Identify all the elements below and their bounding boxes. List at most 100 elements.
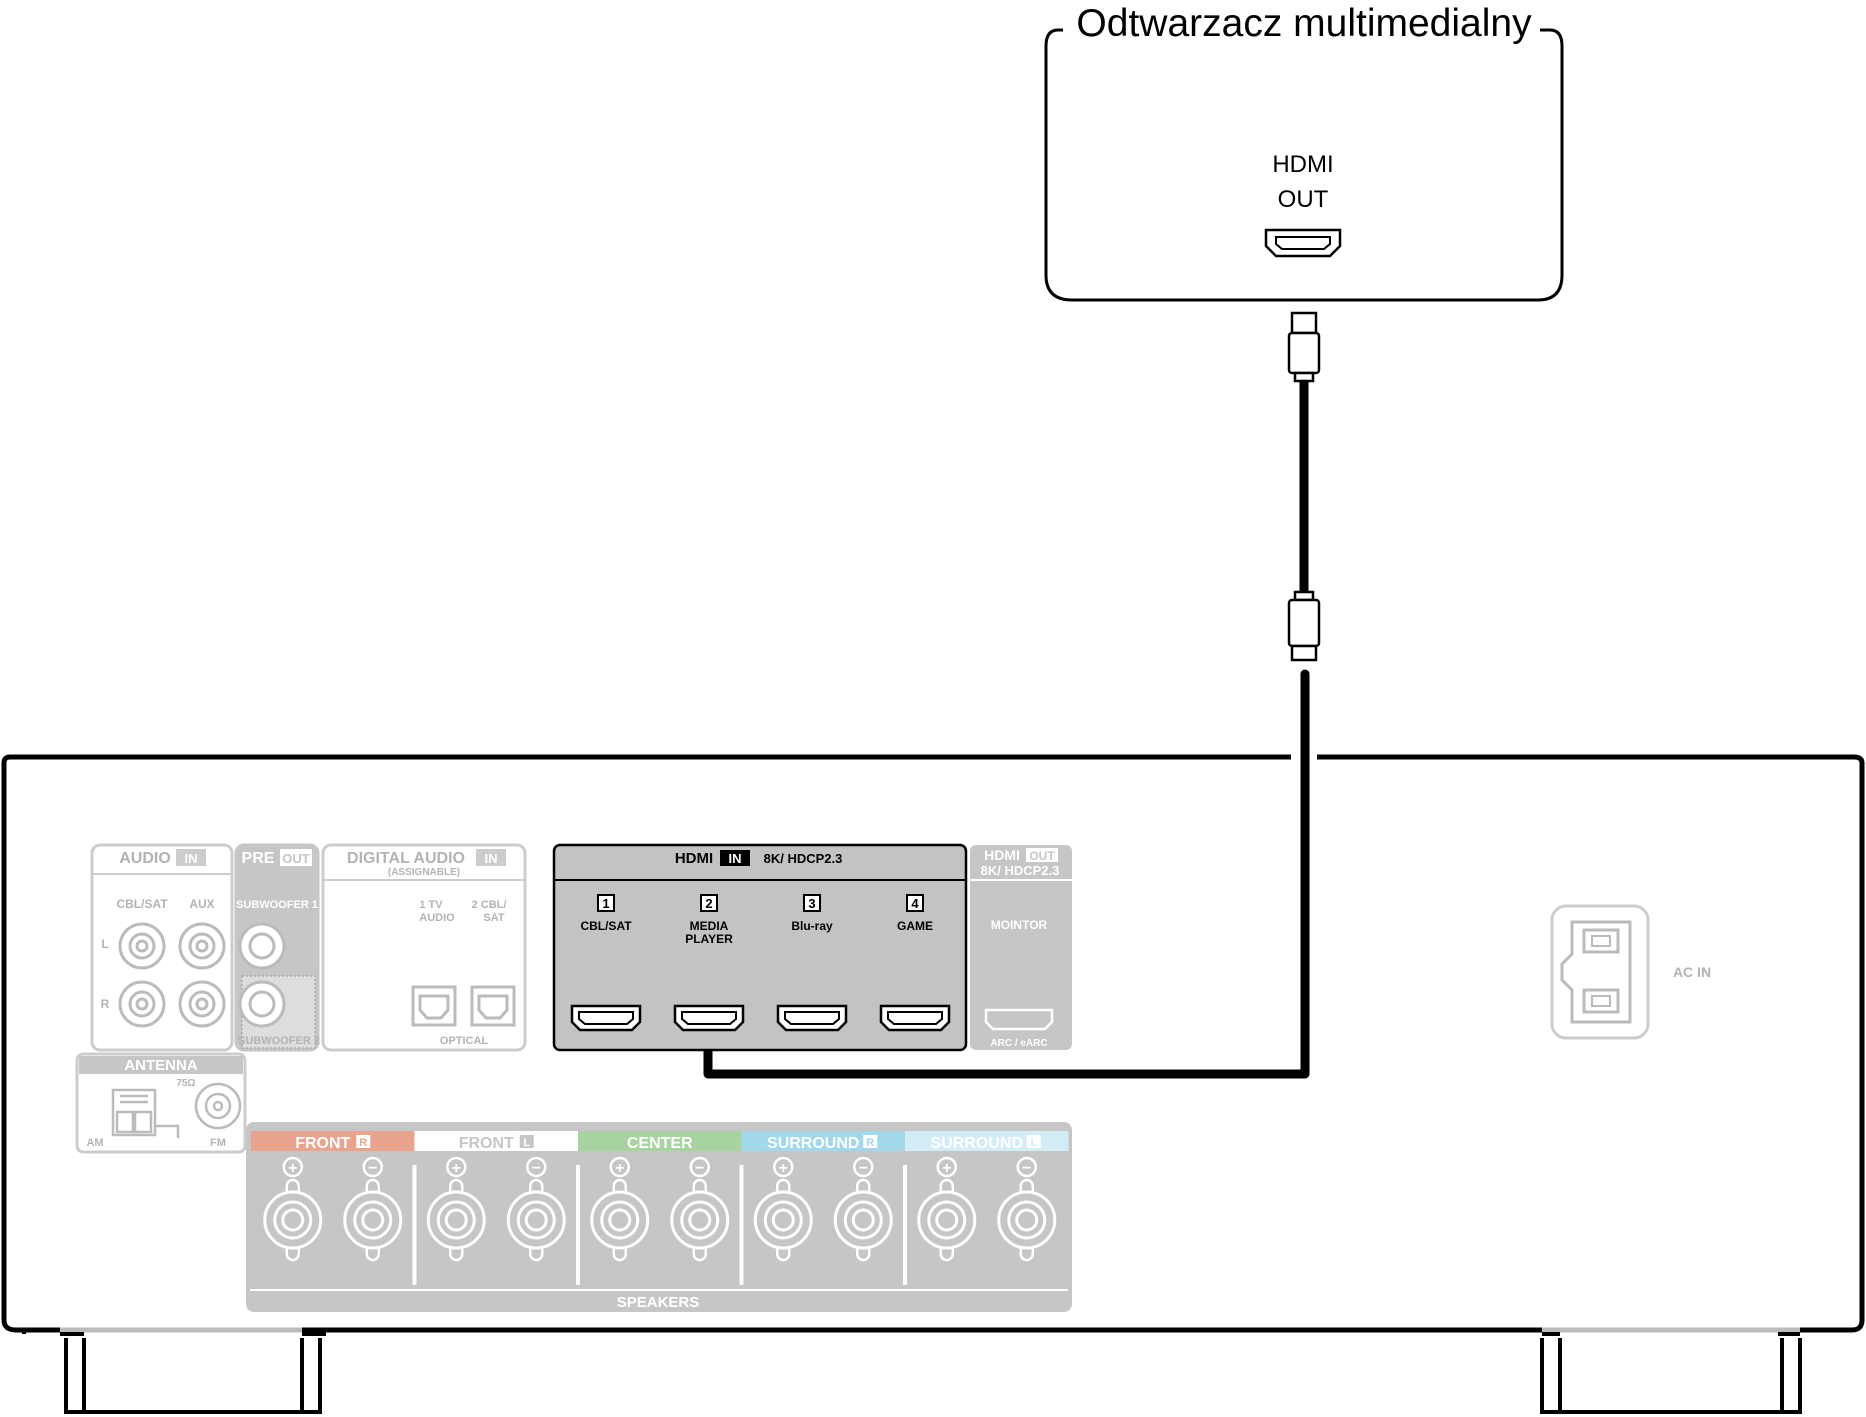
hdmi-cable [703, 311, 1321, 1079]
hdmi-input-port-icon [570, 1004, 642, 1032]
hdmi-in-spec: 8K/ HDCP2.3 [764, 851, 843, 866]
hdmi-input-label: Blu-ray [791, 919, 833, 933]
device-title: Odtwarzacz multimedialny [1076, 2, 1532, 45]
svg-text:IN: IN [729, 851, 742, 866]
subwoofer-1-label: SUBWOOFER 1 [236, 899, 318, 911]
svg-text:+: + [779, 1160, 788, 1177]
antenna-panel: ANTENNA 75Ω AM FM [75, 1052, 247, 1154]
svg-text:OUT: OUT [282, 851, 310, 866]
svg-text:AUDIO: AUDIO [419, 912, 455, 924]
digital-audio-panel: DIGITAL AUDIO IN (ASSIGNABLE) 1 TV AUDIO… [321, 843, 527, 1052]
svg-text:+: + [288, 1160, 297, 1177]
svg-text:−: − [695, 1160, 704, 1177]
hdmi-out-port-icon [1264, 228, 1342, 258]
hdmi-input-label: CBL/SAT [580, 919, 632, 933]
svg-text:R: R [101, 997, 110, 1011]
speaker-group-label: FRONT [295, 1135, 350, 1152]
svg-text:OPTICAL: OPTICAL [440, 1035, 489, 1047]
speaker-side-badge: R [866, 1137, 874, 1149]
hdmi-input-number: 3 [808, 896, 815, 911]
speaker-terminal-plus: + [263, 1156, 323, 1262]
svg-text:−: − [368, 1160, 377, 1177]
svg-text:HDMI: HDMI [984, 847, 1020, 863]
speaker-terminal-minus: − [343, 1156, 403, 1262]
speaker-group-3: SURROUND R + − [739, 1131, 905, 1285]
receiver-foot-left [60, 1332, 326, 1414]
svg-text:−: − [859, 1160, 868, 1177]
hdmi-input-port-icon [879, 1004, 951, 1032]
hdmi-input-number: 4 [911, 896, 919, 911]
device-port-label-out: OUT [1278, 186, 1329, 213]
svg-text:PRE: PRE [242, 850, 275, 867]
audio-in-title: AUDIO [119, 850, 171, 867]
speaker-terminal-minus: − [833, 1156, 893, 1262]
speaker-terminal-plus: + [753, 1156, 813, 1262]
hdmi-plug-bottom-icon [1287, 590, 1321, 662]
speaker-terminal-minus: − [506, 1156, 566, 1262]
svg-text:L: L [101, 937, 108, 951]
hdmi-input-label: GAME [897, 919, 933, 933]
svg-text:AUX: AUX [189, 897, 214, 911]
monitor-label: MOINTOR [991, 918, 1048, 932]
audio-in-panel: AUDIO IN CBL/SAT AUX L R [90, 843, 234, 1052]
hdmi-input-label-2: PLAYER [685, 932, 733, 946]
receiver-chassis [1, 754, 1865, 1414]
ac-in-label: AC IN [1673, 964, 1711, 980]
receiver-foot-right [1540, 1332, 1802, 1414]
svg-text:ARC / eARC: ARC / eARC [990, 1038, 1047, 1049]
hdmi-input-label: MEDIA [690, 919, 729, 933]
hdmi-input-number: 2 [705, 896, 712, 911]
speaker-group-label: CENTER [627, 1135, 693, 1152]
svg-text:OUT: OUT [1029, 849, 1055, 863]
speaker-terminal-plus: + [917, 1156, 977, 1262]
svg-text:CBL/SAT: CBL/SAT [116, 897, 168, 911]
hdmi-input-port-icon [673, 1004, 745, 1032]
speaker-terminal-plus: + [426, 1156, 486, 1262]
media-player-device: Odtwarzacz multimedialny HDMI OUT [1044, 2, 1564, 302]
svg-text:2 CBL/: 2 CBL/ [472, 899, 507, 911]
hdmi-input-port-icon [776, 1004, 848, 1032]
svg-text:(ASSIGNABLE): (ASSIGNABLE) [388, 867, 460, 878]
subwoofer-2-label: SUBWOOFER 2 [238, 1035, 320, 1047]
svg-text:8K/ HDCP2.3: 8K/ HDCP2.3 [981, 863, 1060, 878]
speaker-side-badge: L [523, 1137, 530, 1149]
hdmi-in-title: HDMI [675, 850, 713, 867]
svg-text:DIGITAL AUDIO: DIGITAL AUDIO [347, 850, 465, 867]
speaker-group-label: FRONT [459, 1135, 514, 1152]
svg-text:+: + [452, 1160, 461, 1177]
svg-text:+: + [942, 1160, 951, 1177]
svg-text:−: − [1022, 1160, 1031, 1177]
svg-text:IN: IN [485, 851, 498, 866]
speaker-group-1: FRONT L + − [412, 1131, 578, 1285]
hdmi-out-panel: HDMI OUT 8K/ HDCP2.3 MOINTOR ARC / eARC [970, 845, 1072, 1050]
svg-text:AM: AM [86, 1137, 103, 1149]
svg-text:75Ω: 75Ω [176, 1078, 195, 1089]
svg-text:+: + [615, 1160, 624, 1177]
speaker-side-badge: R [359, 1137, 367, 1149]
svg-text:SAT: SAT [483, 912, 504, 924]
speaker-group-0: FRONT R + − [251, 1131, 415, 1262]
speaker-terminal-minus: − [670, 1156, 730, 1262]
svg-text:IN: IN [185, 851, 198, 866]
speaker-group-label: SURROUND [767, 1135, 859, 1152]
speakers-footer: SPEAKERS [617, 1294, 700, 1311]
speaker-terminal-minus: − [997, 1156, 1057, 1262]
svg-text:−: − [532, 1160, 541, 1177]
svg-text:ANTENNA: ANTENNA [124, 1057, 197, 1074]
pre-out-panel: PRE OUT SUBWOOFER 1 SUBWOOFER 2 [234, 843, 320, 1052]
speaker-group-2: CENTER+ − [576, 1131, 742, 1285]
hdmi-input-number: 1 [602, 896, 609, 911]
svg-text:1 TV: 1 TV [419, 899, 443, 911]
hdmi-plug-top-icon [1287, 311, 1321, 383]
speaker-terminal-plus: + [590, 1156, 650, 1262]
